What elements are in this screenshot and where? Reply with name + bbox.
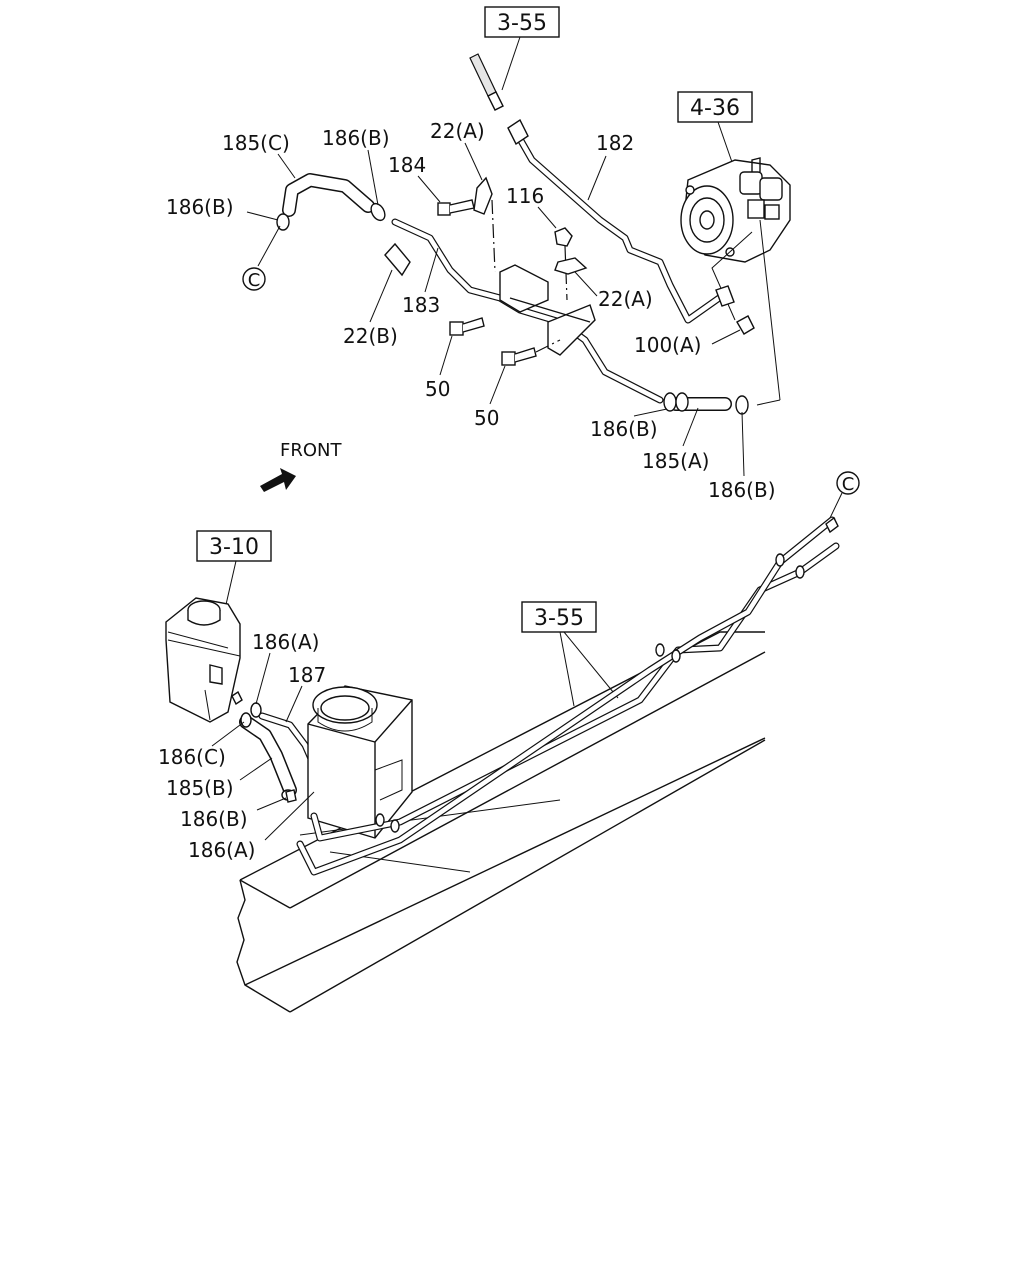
- marker-c-left[interactable]: C: [242, 267, 266, 291]
- label-185c: 185(C): [222, 131, 290, 155]
- ref-3-55-bottom-text: 3-55: [534, 606, 584, 631]
- label-185b: 185(B): [166, 776, 234, 800]
- label-22b: 22(B): [343, 324, 398, 348]
- ref-box-3-55-top[interactable]: 3-55: [484, 6, 560, 38]
- label-50-1: 50: [425, 377, 450, 401]
- steering-gear-box: [307, 685, 413, 839]
- hose-185a: [663, 392, 749, 415]
- hose-185b: [239, 712, 297, 801]
- marker-c-right-text: C: [842, 474, 855, 495]
- label-184: 184: [388, 153, 426, 177]
- ref-3-55-top-text: 3-55: [497, 11, 547, 36]
- ref-3-10-text: 3-10: [209, 535, 259, 560]
- reservoir-tank: [165, 597, 241, 723]
- ref-box-3-55-bottom[interactable]: 3-55: [521, 601, 597, 633]
- bolt-50-dash: [535, 339, 561, 353]
- label-186a-1: 186(A): [252, 630, 319, 654]
- label-116: 116: [506, 184, 544, 208]
- label-185a: 185(A): [642, 449, 709, 473]
- label-186c: 186(C): [158, 745, 226, 769]
- leader-4-36: [717, 121, 734, 166]
- label-22a-1: 22(A): [430, 119, 485, 143]
- front-label: FRONT: [280, 440, 342, 461]
- pump-leader-right: [759, 219, 781, 401]
- front-arrow-icon: [260, 468, 296, 492]
- label-186b-2: 186(B): [166, 195, 234, 219]
- marker-c-right[interactable]: C: [836, 471, 860, 495]
- label-186b-5: 186(B): [180, 807, 248, 831]
- clamp-22a-lower: [554, 257, 588, 275]
- clamp-22b: [384, 242, 411, 277]
- label-183: 183: [402, 293, 440, 317]
- hose-185c: [282, 173, 375, 217]
- label-186b-3: 186(B): [590, 417, 658, 441]
- bolt-184: [437, 199, 475, 216]
- label-100a: 100(A): [634, 333, 701, 357]
- upper-fitting: [469, 53, 504, 111]
- ref-box-3-10[interactable]: 3-10: [196, 530, 272, 562]
- marker-c-left-text: C: [248, 270, 261, 291]
- nut-116: [554, 227, 573, 301]
- pump-leader-right-h: [756, 399, 781, 406]
- bracket-plates: [499, 264, 596, 356]
- label-22a-2: 22(A): [598, 287, 653, 311]
- label-187: 187: [288, 663, 326, 687]
- label-182: 182: [596, 131, 634, 155]
- leader-c-right: [829, 492, 843, 519]
- label-186b-4: 186(B): [708, 478, 776, 502]
- leader-c-left: [257, 225, 281, 267]
- fitting-100a: [736, 315, 755, 335]
- pipes-3-55: [296, 516, 840, 876]
- bolt-50-upper: [449, 317, 485, 336]
- frame-rail: [236, 631, 766, 1013]
- clamps-186-lower: [231, 690, 297, 803]
- leader-3-55-top: [501, 36, 521, 91]
- steering-pump: [680, 157, 791, 263]
- ref-box-4-36[interactable]: 4-36: [677, 91, 753, 123]
- label-186a-2: 186(A): [188, 838, 255, 862]
- leader-3-55-bottom-2: [563, 631, 619, 699]
- front-indicator: FRONT: [260, 440, 342, 492]
- label-50-2: 50: [474, 406, 499, 430]
- pipe-182: [507, 118, 735, 324]
- clamp-22a-upper: [473, 176, 496, 273]
- leader-3-55-bottom-1: [559, 631, 575, 707]
- label-186b-1: 186(B): [322, 126, 390, 150]
- bolt-50-lower: [501, 347, 537, 366]
- ref-4-36-text: 4-36: [690, 96, 740, 121]
